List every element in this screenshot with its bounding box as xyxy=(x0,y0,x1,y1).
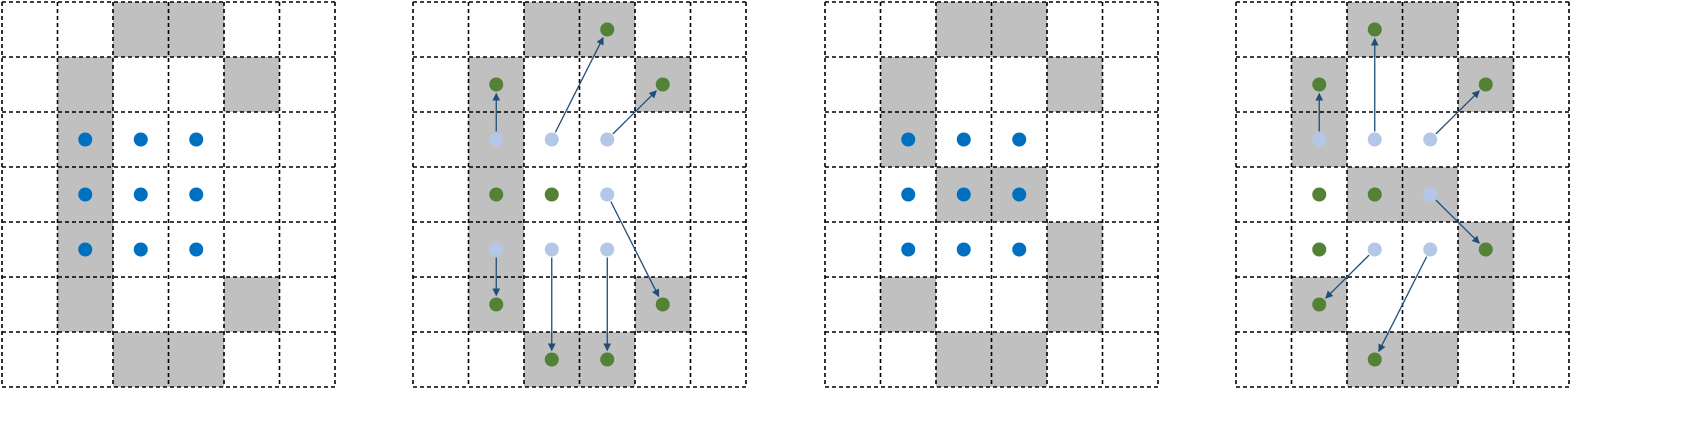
green-point xyxy=(655,297,670,312)
displacement-arrow xyxy=(610,201,660,298)
light-point xyxy=(1312,132,1327,147)
light-point xyxy=(1423,242,1438,257)
green-point xyxy=(655,77,670,92)
light-point xyxy=(544,132,559,147)
green-point xyxy=(1312,187,1327,202)
light-point xyxy=(1367,132,1382,147)
blue-point xyxy=(133,242,148,257)
grid-panel-2 xyxy=(412,1,747,388)
shaded-cell xyxy=(113,332,169,387)
displacement-arrow xyxy=(1435,199,1480,244)
blue-point xyxy=(78,187,93,202)
blue-point xyxy=(78,242,93,257)
green-point xyxy=(1478,77,1493,92)
displacement-arrow xyxy=(612,90,657,135)
shaded-cell xyxy=(168,332,224,387)
light-point xyxy=(489,132,504,147)
green-point xyxy=(1367,22,1382,37)
green-point xyxy=(489,187,504,202)
blue-point xyxy=(956,132,971,147)
green-point xyxy=(1367,187,1382,202)
blue-point xyxy=(901,242,916,257)
shaded-cell xyxy=(1402,2,1458,57)
shaded-cell xyxy=(113,2,169,57)
shaded-cell xyxy=(991,332,1047,387)
blue-point xyxy=(189,187,204,202)
blue-point xyxy=(1012,242,1027,257)
grid-panel-1 xyxy=(1,1,336,388)
blue-point xyxy=(901,187,916,202)
grid-panel-4 xyxy=(1235,1,1570,388)
shaded-cell xyxy=(936,332,992,387)
shaded-cell xyxy=(224,277,280,332)
shaded-cell xyxy=(1047,57,1103,112)
blue-point xyxy=(189,132,204,147)
shaded-cell xyxy=(991,2,1047,57)
shaded-cell xyxy=(1402,332,1458,387)
green-point xyxy=(544,187,559,202)
blue-point xyxy=(133,132,148,147)
green-point xyxy=(1367,352,1382,367)
blue-point xyxy=(956,242,971,257)
shaded-cell xyxy=(224,57,280,112)
green-point xyxy=(489,297,504,312)
blue-point xyxy=(901,132,916,147)
blue-point xyxy=(956,187,971,202)
displacement-arrow xyxy=(1378,256,1428,353)
shaded-cell xyxy=(880,57,936,112)
light-point xyxy=(489,242,504,257)
green-point xyxy=(489,77,504,92)
shaded-cell xyxy=(57,277,113,332)
displacement-arrow xyxy=(554,36,604,133)
blue-point xyxy=(133,187,148,202)
green-point xyxy=(600,352,615,367)
light-point xyxy=(1367,242,1382,257)
blue-point xyxy=(1012,187,1027,202)
light-point xyxy=(1423,132,1438,147)
shaded-cell xyxy=(524,2,580,57)
shaded-cell xyxy=(1047,222,1103,277)
blue-point xyxy=(78,132,93,147)
green-point xyxy=(1312,297,1327,312)
shaded-cell xyxy=(1047,277,1103,332)
shaded-cell xyxy=(880,277,936,332)
light-point xyxy=(600,242,615,257)
green-point xyxy=(1478,242,1493,257)
displacement-arrow xyxy=(1325,254,1370,299)
displacement-arrow xyxy=(1435,90,1480,135)
light-point xyxy=(544,242,559,257)
shaded-cell xyxy=(936,2,992,57)
green-point xyxy=(1312,242,1327,257)
green-point xyxy=(600,22,615,37)
blue-point xyxy=(1012,132,1027,147)
shaded-cell xyxy=(57,57,113,112)
grid-panel-3 xyxy=(824,1,1159,388)
light-point xyxy=(600,187,615,202)
green-point xyxy=(1312,77,1327,92)
green-point xyxy=(544,352,559,367)
light-point xyxy=(600,132,615,147)
light-point xyxy=(1423,187,1438,202)
shaded-cell xyxy=(168,2,224,57)
shaded-cell xyxy=(1458,277,1514,332)
blue-point xyxy=(189,242,204,257)
